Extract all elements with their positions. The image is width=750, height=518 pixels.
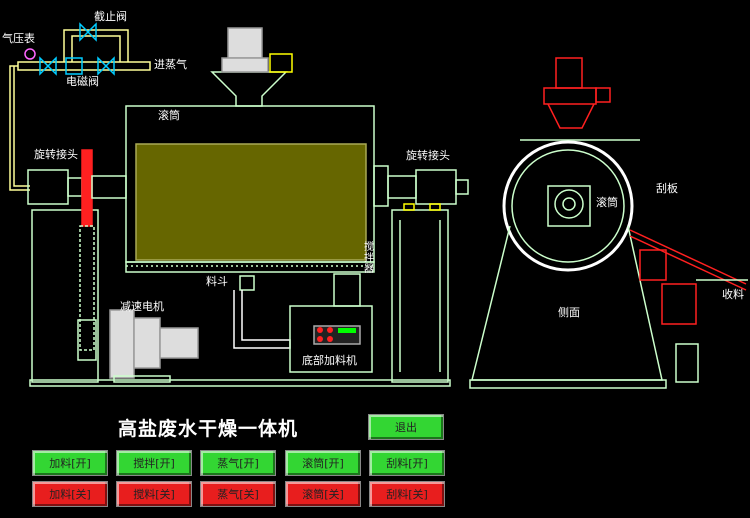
side-view — [469, 57, 748, 389]
label-scraper: 刮板 — [656, 182, 678, 195]
left-frame — [27, 149, 451, 387]
label-pressure-gauge: 气压表 — [2, 32, 35, 45]
scrape-off-button[interactable]: 刮料[关] — [369, 481, 445, 507]
label-steam-inlet: 进蒸气 — [154, 58, 187, 71]
steam-piping — [9, 29, 151, 191]
process-diagram — [9, 22, 748, 389]
label-solenoid-valve: 电磁阀 — [66, 75, 99, 88]
label-drum-side: 滚筒 — [596, 196, 618, 209]
label-rotary-joint-right: 旋转接头 — [406, 149, 450, 162]
label-bottom-feeder: 底部加料机 — [302, 354, 357, 367]
label-drum-top: 滚筒 — [158, 109, 180, 122]
label-discharge: 收料 — [722, 288, 744, 301]
page-title: 高盐废水干燥一体机 — [118, 418, 299, 440]
drum-on-button[interactable]: 滚筒[开] — [285, 450, 361, 476]
solenoid-valves — [39, 22, 115, 76]
stir-off-button[interactable]: 搅料[关] — [116, 481, 192, 507]
drum-tank — [125, 27, 375, 273]
feed-off-button[interactable]: 加料[关] — [32, 481, 108, 507]
label-gear-motor: 减速电机 — [120, 300, 164, 313]
feed-on-button[interactable]: 加料[开] — [32, 450, 108, 476]
right-frame — [373, 165, 469, 383]
stir-on-button[interactable]: 搅拌[开] — [116, 450, 192, 476]
label-agitator: 搅拌器 — [364, 242, 374, 275]
label-side-view: 侧面 — [558, 306, 580, 319]
label-rotary-joint-left: 旋转接头 — [34, 148, 78, 161]
label-hopper: 料斗 — [206, 275, 228, 288]
pressure-gauge-icon — [24, 48, 36, 60]
steam-on-button[interactable]: 蒸气[开] — [200, 450, 276, 476]
label-shutoff-valve: 截止阀 — [94, 10, 127, 23]
steam-off-button[interactable]: 蒸气[关] — [200, 481, 276, 507]
exit-button[interactable]: 退出 — [368, 414, 444, 440]
bottom-feeder — [233, 273, 373, 373]
drum-off-button[interactable]: 滚筒[关] — [285, 481, 361, 507]
scrape-on-button[interactable]: 刮料[开] — [369, 450, 445, 476]
